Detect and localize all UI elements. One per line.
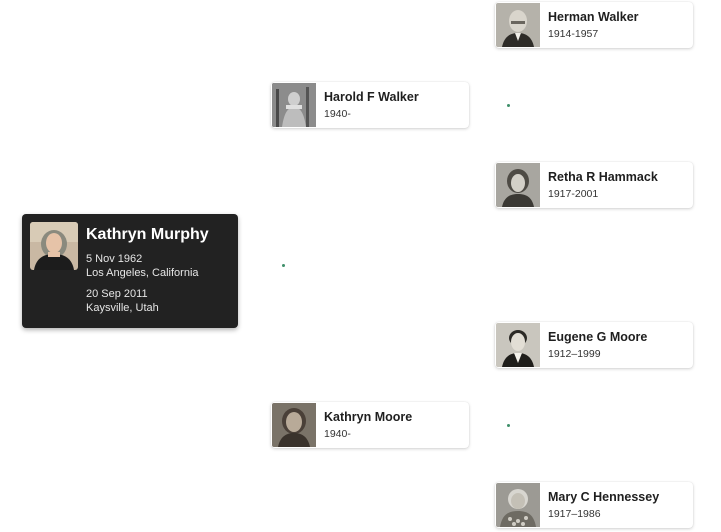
grandparent-card-maternal-grandfather[interactable]: Eugene G Moore 1912–1999 xyxy=(495,322,693,368)
root-event-place: Kaysville, Utah xyxy=(86,302,159,314)
retha-hammack-photo xyxy=(496,163,540,207)
root-person-card[interactable]: Kathryn Murphy 5 Nov 1962 Los Angeles, C… xyxy=(22,214,238,328)
mary-hennessey-years: 1917–1986 xyxy=(548,508,601,520)
eugene-moore-name: Eugene G Moore xyxy=(548,330,648,344)
connector-dot-root xyxy=(282,264,285,267)
parent-card-father[interactable]: Harold F Walker 1940- xyxy=(271,82,469,128)
grandparent-card-maternal-grandmother[interactable]: Mary C Hennessey 1917–1986 xyxy=(495,482,693,528)
root-birth-place: Los Angeles, California xyxy=(86,267,199,279)
root-birth-date: 5 Nov 1962 xyxy=(86,253,143,265)
retha-hammack-years: 1917-2001 xyxy=(548,188,599,200)
mary-hennessey-photo xyxy=(496,483,540,527)
herman-walker-name: Herman Walker xyxy=(548,10,639,24)
eugene-moore-photo xyxy=(496,323,540,367)
father-name: Harold F Walker xyxy=(324,90,419,104)
connector-dot-father xyxy=(507,104,510,107)
connector-dot-mother xyxy=(507,424,510,427)
root-person-photo xyxy=(30,222,78,270)
parent-card-mother[interactable]: Kathryn Moore 1940- xyxy=(271,402,469,448)
root-event-date: 20 Sep 2011 xyxy=(86,288,148,300)
mother-name: Kathryn Moore xyxy=(324,410,413,424)
retha-hammack-name: Retha R Hammack xyxy=(548,170,658,184)
mother-years: 1940- xyxy=(324,428,351,440)
herman-walker-years: 1914-1957 xyxy=(548,28,599,40)
root-person-name: Kathryn Murphy xyxy=(86,226,209,243)
mother-photo xyxy=(272,403,316,447)
eugene-moore-years: 1912–1999 xyxy=(548,348,601,360)
grandparent-card-paternal-grandfather[interactable]: Herman Walker 1914-1957 xyxy=(495,2,693,48)
herman-walker-photo xyxy=(496,3,540,47)
father-years: 1940- xyxy=(324,108,351,120)
mary-hennessey-name: Mary C Hennessey xyxy=(548,490,660,504)
father-photo xyxy=(272,83,316,127)
grandparent-card-paternal-grandmother[interactable]: Retha R Hammack 1917-2001 xyxy=(495,162,693,208)
